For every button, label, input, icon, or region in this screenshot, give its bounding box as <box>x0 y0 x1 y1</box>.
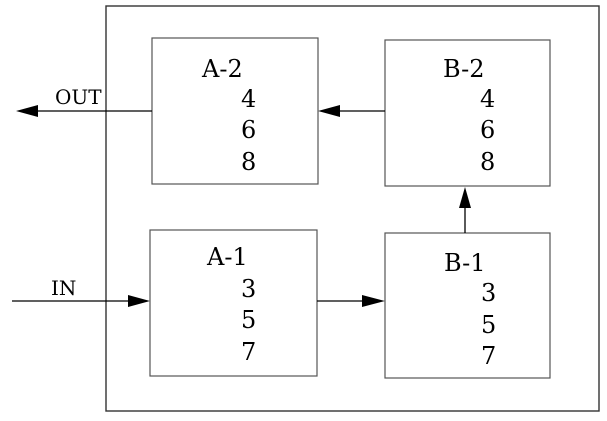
arrow-b1-to-b2 <box>459 187 471 233</box>
block-a1-title: A-1 <box>206 243 248 271</box>
block-a1-item-1: 3 <box>241 275 256 303</box>
block-a1-item-2: 5 <box>241 306 256 334</box>
arrow-b2-to-a2 <box>318 105 385 117</box>
output-label: OUT <box>55 85 102 109</box>
block-b2-item-3: 8 <box>480 148 495 176</box>
block-a2-box <box>151 37 319 185</box>
block-b2-title: B-2 <box>443 55 484 83</box>
arrow-b1-to-b2-head-icon <box>459 187 471 208</box>
block-b1-item-3: 7 <box>481 342 496 370</box>
block-a2-item-3: 8 <box>241 148 256 176</box>
arrow-a1-to-b1-head-icon <box>362 295 385 307</box>
input-label: IN <box>51 276 76 300</box>
block-a1: A-1 3 5 7 <box>149 229 318 377</box>
output-arrow <box>16 105 152 117</box>
block-b1: B-1 3 5 7 <box>384 232 551 379</box>
input-arrowhead-icon <box>128 295 150 307</box>
input-arrow <box>12 295 150 307</box>
block-a2-item-1: 4 <box>241 85 256 113</box>
block-a1-item-3: 7 <box>241 338 256 366</box>
block-b1-item-2: 5 <box>481 311 496 339</box>
block-b2-item-1: 4 <box>480 85 495 113</box>
block-b2-box <box>384 39 551 187</box>
block-b2: B-2 4 6 8 <box>384 39 551 187</box>
block-b1-item-1: 3 <box>481 279 496 307</box>
block-a1-box <box>149 229 318 377</box>
arrow-b2-to-a2-head-icon <box>318 105 340 117</box>
block-b1-box <box>384 232 551 379</box>
outer-frame <box>105 5 600 412</box>
block-a2-title: A-2 <box>201 55 243 83</box>
block-b2-item-2: 6 <box>480 116 495 144</box>
block-a2: A-2 4 6 8 <box>151 37 319 185</box>
arrow-a1-to-b1 <box>317 295 385 307</box>
block-b1-title: B-1 <box>444 249 485 277</box>
output-arrowhead-icon <box>16 105 38 117</box>
block-a2-item-2: 6 <box>241 116 256 144</box>
